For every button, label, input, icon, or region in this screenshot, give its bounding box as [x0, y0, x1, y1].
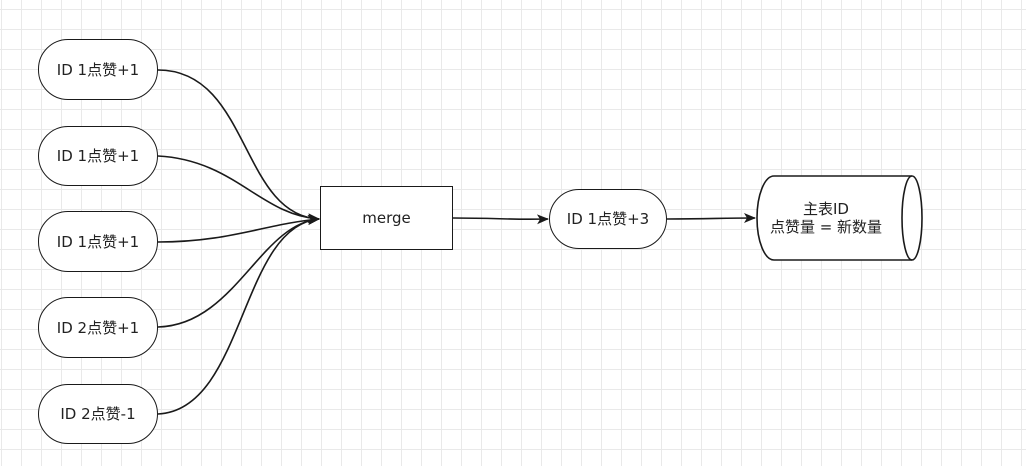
- database-label: 主表ID 点赞量 = 新数量: [760, 200, 892, 236]
- merge-node-label: merge: [362, 209, 411, 227]
- edge-result-to-database: [666, 213, 756, 224]
- source-node-2-label: ID 1点赞+1: [56, 147, 140, 165]
- source-node-3-label: ID 1点赞+1: [56, 232, 140, 251]
- database-cylinder[interactable]: [756, 175, 923, 261]
- source-node-4[interactable]: ID 2点赞+1: [38, 297, 158, 358]
- edge-source-1-to-merge: [157, 69, 320, 224]
- source-node-5-label: ID 2点赞-1: [60, 405, 136, 423]
- database-label-line-1: 主表ID: [803, 200, 849, 218]
- edge-source-4-to-merge: [157, 214, 320, 328]
- source-node-2[interactable]: ID 1点赞+1: [38, 126, 158, 186]
- source-node-1[interactable]: ID 1点赞+1: [38, 39, 158, 100]
- source-node-3[interactable]: ID 1点赞+1: [38, 211, 158, 272]
- result-node[interactable]: ID 1点赞+3: [549, 189, 667, 249]
- edge-source-3-to-merge: [157, 215, 320, 243]
- database-label-line-2: 点赞量 = 新数量: [769, 218, 883, 236]
- source-node-4-label: ID 2点赞+1: [56, 318, 140, 337]
- merge-node[interactable]: merge: [320, 186, 453, 250]
- edge-source-2-to-merge: [157, 155, 320, 224]
- edge-merge-to-result: [452, 214, 549, 225]
- edge-source-5-to-merge: [157, 215, 320, 415]
- source-node-5[interactable]: ID 2点赞-1: [38, 384, 158, 444]
- source-node-1-label: ID 1点赞+1: [56, 60, 140, 79]
- result-node-label: ID 1点赞+3: [566, 210, 650, 228]
